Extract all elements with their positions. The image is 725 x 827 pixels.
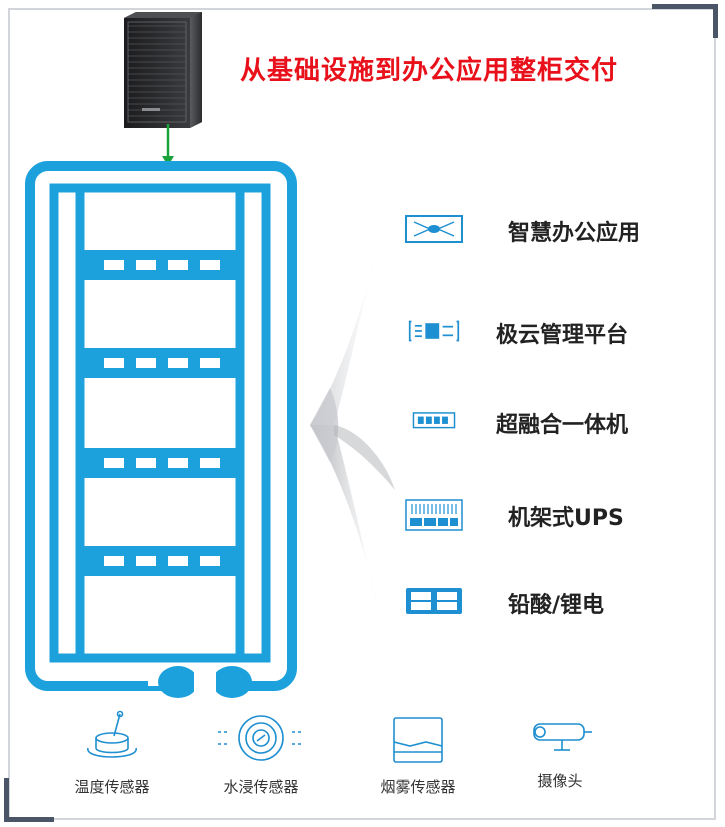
component-cloud-platform: 极云管理平台	[404, 314, 704, 350]
component-label: 超融合一体机	[496, 413, 629, 438]
frame-corner-tr-v	[713, 4, 718, 38]
smart-office-icon	[405, 215, 463, 243]
component-label: 铅酸/锂电	[508, 593, 605, 618]
sensor-smoke: 烟雾传感器	[358, 712, 478, 797]
frame-left-border	[8, 8, 10, 820]
frame-corner-tr-h	[652, 4, 718, 9]
frame-top-border	[8, 8, 716, 10]
cloud-platform-icon	[408, 320, 460, 342]
frame-corner-bl-h	[4, 817, 54, 822]
component-label: 机架式UPS	[508, 506, 624, 531]
component-hyperconverged: 超融合一体机	[404, 404, 704, 440]
sensor-label: 水浸传感器	[223, 778, 299, 796]
sensor-temperature: 温度传感器	[52, 708, 172, 797]
sensor-label: 摄像头	[537, 772, 583, 790]
server-cabinet-icon	[124, 12, 202, 128]
frame-bottom-border	[8, 818, 716, 820]
rack-ups-icon	[405, 499, 463, 531]
camera-icon	[533, 723, 592, 751]
component-battery: 铅酸/锂电	[404, 584, 704, 620]
converge-arrow-shape	[310, 230, 395, 620]
sensor-camera: 摄像头	[510, 712, 610, 791]
rack-diagram	[25, 161, 297, 698]
hyperconverged-icon	[412, 412, 456, 429]
page-title: 从基础设施到办公应用整柜交付	[240, 56, 619, 86]
smoke-sensor-icon	[393, 717, 443, 763]
component-smart-office: 智慧办公应用	[404, 212, 704, 248]
frame-corner-bl-v	[4, 778, 9, 822]
component-rack-ups: 机架式UPS	[404, 496, 704, 536]
sensor-label: 烟雾传感器	[380, 778, 456, 796]
frame-right-border	[714, 8, 716, 820]
water-sensor-icon	[218, 715, 304, 761]
battery-icon	[406, 588, 462, 614]
sensor-water: 水浸传感器	[196, 708, 326, 797]
component-label: 智慧办公应用	[508, 221, 641, 246]
temperature-sensor-icon	[87, 710, 137, 758]
sensor-label: 温度传感器	[74, 778, 150, 796]
component-label: 极云管理平台	[496, 323, 629, 348]
